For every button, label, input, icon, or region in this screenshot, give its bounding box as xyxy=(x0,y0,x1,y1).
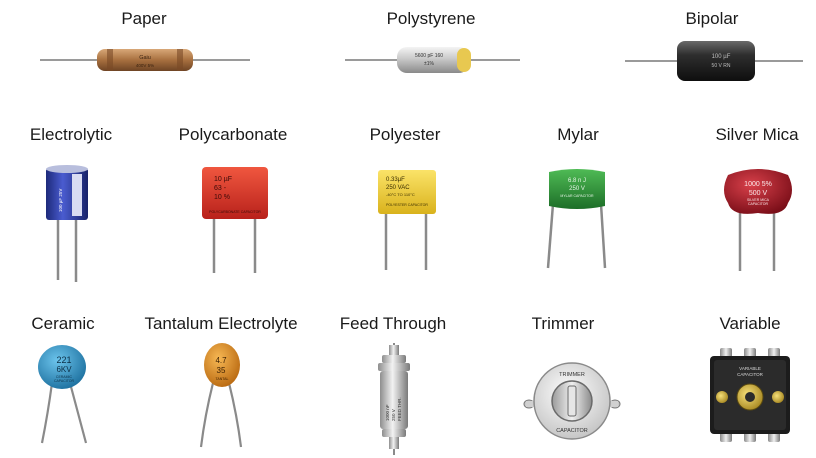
silver-mica-capacitor-illustration: 1000 5% 500 V SILVER MICA CAPACITOR xyxy=(724,169,792,271)
polycarbonate-marking-3: 10 % xyxy=(214,194,230,201)
polyester-marking-3: -40°C TO 110°C xyxy=(386,192,415,197)
tantalum-capacitor-illustration: 4.7 35 TANTAL xyxy=(199,343,243,448)
bipolar-marking-1: 100 µF xyxy=(712,54,731,60)
ceramic-marking-1: 221 xyxy=(56,355,71,365)
bipolar-marking-2: 50 V RN xyxy=(712,63,731,69)
feed-through-marking-1: 1000 nF xyxy=(385,404,390,421)
mylar-marking-1: 6.8 n J xyxy=(568,178,586,184)
label-mylar: Mylar xyxy=(557,125,599,144)
trimmer-capacitor-illustration: TRIMMER CAPACITOR xyxy=(523,362,621,440)
polycarbonate-marking-1: 10 µF xyxy=(214,176,232,183)
trimmer-marking-1: TRIMMER xyxy=(559,372,585,378)
ceramic-marking-small-2: CAPACITOR xyxy=(54,379,75,383)
label-polyester: Polyester xyxy=(369,125,441,144)
polycarbonate-marking-2: 63 - xyxy=(214,185,227,192)
variable-marking-2: CAPACITOR xyxy=(737,372,764,377)
tantalum-marking-small: TANTAL xyxy=(216,377,229,381)
silver-mica-marking-small-1: SILVER MICA xyxy=(747,198,770,202)
polystyrene-capacitor-illustration: 5600 pF 160 ±1% xyxy=(345,47,520,73)
label-feed-through: Feed Through xyxy=(339,314,447,333)
label-tantalum: Tantalum Electrolyte xyxy=(144,314,298,333)
label-polycarbonate: Polycarbonate xyxy=(178,125,288,144)
feed-through-marking-3: FEED THR. xyxy=(397,397,402,421)
paper-marking-2: 400V 5% xyxy=(136,63,154,68)
label-variable: Variable xyxy=(719,314,781,333)
mylar-marking-small: MYLAR CAPACITOR xyxy=(560,194,594,198)
label-paper: Paper xyxy=(121,9,167,28)
paper-capacitor-illustration: Gaiu 400V 5% xyxy=(40,49,250,71)
tantalum-marking-2: 35 xyxy=(217,366,226,375)
polystyrene-marking-1: 5600 pF 160 xyxy=(415,53,443,59)
label-silver-mica: Silver Mica xyxy=(715,125,799,144)
polyester-marking-1: 0.33µF xyxy=(386,177,405,183)
bipolar-capacitor-illustration: 100 µF 50 V RN xyxy=(625,41,803,81)
label-electrolytic: Electrolytic xyxy=(29,125,113,144)
feed-through-capacitor-illustration: 1000 nF 250 V FEED THR. xyxy=(378,343,410,455)
polyester-capacitor-illustration: 0.33µF 250 VAC -40°C TO 110°C POLYESTER … xyxy=(378,170,436,270)
polycarbonate-marking-small: POLYCARBONATE CAPACITOR xyxy=(209,210,261,214)
variable-marking-1: VARIABLE xyxy=(739,366,761,371)
silver-mica-marking-1: 1000 5% xyxy=(744,181,772,188)
label-bipolar: Bipolar xyxy=(685,9,739,28)
polycarbonate-capacitor-illustration: 10 µF 63 - 10 % POLYCARBONATE CAPACITOR xyxy=(202,167,268,273)
trimmer-marking-2: CAPACITOR xyxy=(556,428,588,434)
ceramic-marking-2: 6KV xyxy=(56,365,72,374)
silver-mica-marking-small-2: CAPACITOR xyxy=(748,202,769,206)
silver-mica-marking-2: 500 V xyxy=(749,190,768,197)
tantalum-marking-1: 4.7 xyxy=(215,356,227,365)
polystyrene-marking-2: ±1% xyxy=(424,61,435,67)
electrolytic-marking: 100 µF 25V xyxy=(58,189,63,212)
paper-marking-1: Gaiu xyxy=(139,55,151,61)
label-trimmer: Trimmer xyxy=(531,314,595,333)
ceramic-marking-small-1: CERAMIC xyxy=(56,375,73,379)
electrolytic-capacitor-illustration: 100 µF 25V xyxy=(46,165,88,282)
feed-through-marking-2: 250 V xyxy=(391,409,396,421)
label-ceramic: Ceramic xyxy=(31,314,95,333)
polyester-marking-small: POLYESTER CAPACITOR xyxy=(386,203,428,207)
mylar-capacitor-illustration: 6.8 n J 250 V MYLAR CAPACITOR xyxy=(546,169,607,269)
polyester-marking-2: 250 VAC xyxy=(386,185,410,191)
mylar-marking-2: 250 V xyxy=(569,186,585,192)
ceramic-capacitor-illustration: 221 6KV CERAMIC CAPACITOR xyxy=(38,345,88,444)
label-polystyrene: Polystyrene xyxy=(386,9,476,28)
variable-capacitor-illustration: VARIABLE CAPACITOR xyxy=(710,348,790,442)
